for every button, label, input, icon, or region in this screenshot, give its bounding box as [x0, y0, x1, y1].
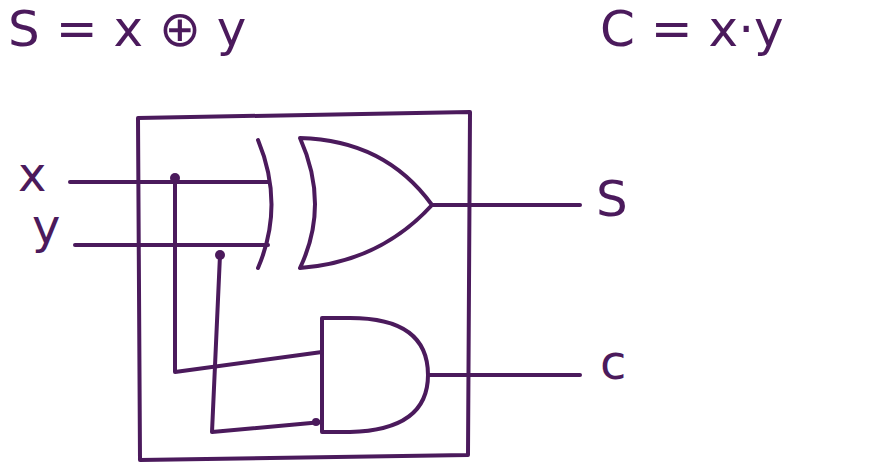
signal-name: c: [600, 336, 626, 389]
y-wire: [75, 243, 268, 247]
carry-equation: C = x·y: [600, 2, 784, 57]
junction-dot: [215, 250, 225, 260]
housing-box: [138, 112, 470, 460]
y-branch-wire: [212, 255, 322, 432]
xor-back-curve: [258, 140, 272, 268]
signal-name: y: [32, 200, 60, 253]
junction-dot: [312, 418, 320, 426]
c-wire: [428, 373, 580, 377]
xor-gate: [300, 138, 432, 268]
s-wire: [432, 203, 580, 207]
and-gate: [322, 318, 428, 432]
sum-equation: S = x ⊕ y: [8, 2, 246, 57]
signal-name: x: [18, 148, 46, 201]
junction-dot: [170, 173, 180, 183]
x-branch-wire: [175, 178, 322, 372]
signal-name: S: [596, 172, 628, 227]
x-wire: [70, 180, 268, 184]
